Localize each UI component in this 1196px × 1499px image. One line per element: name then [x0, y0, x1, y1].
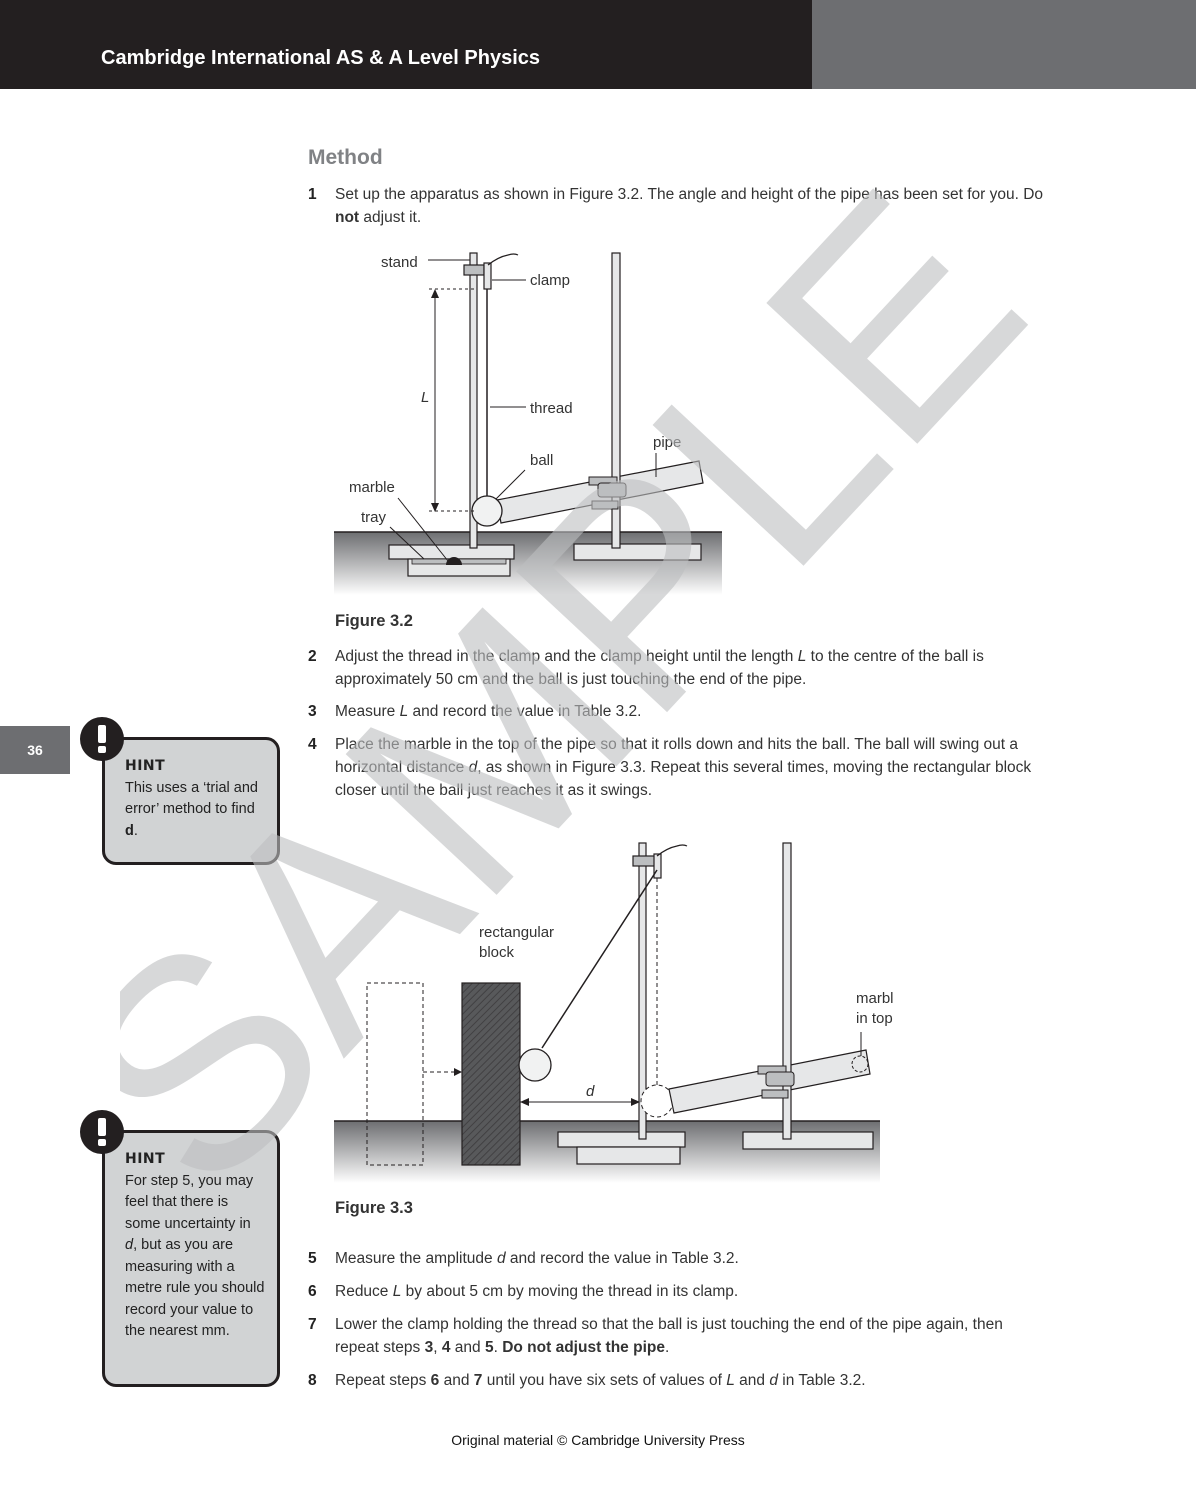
- figure-3-2-diagram: stand clamp L thread pipe ball marble tr…: [334, 252, 722, 595]
- step-1: 1 Set up the apparatus as shown in Figur…: [308, 183, 1048, 229]
- step-number: 5: [308, 1250, 317, 1267]
- stand-rod: [469, 252, 478, 549]
- step-number: 3: [308, 703, 317, 720]
- hint-box-1: HINT This uses a ‘trial and error’ metho…: [102, 737, 280, 865]
- label-marble: marble: [349, 479, 395, 496]
- step-text: Repeat steps 6 and 7 until you have six …: [335, 1372, 866, 1389]
- label-in-top-of-pipe: in top of pipe: [856, 1010, 894, 1027]
- ball: [518, 1048, 552, 1082]
- label-L: L: [421, 389, 429, 406]
- step-5: 5 Measure the amplitude d and record the…: [308, 1247, 1048, 1270]
- section-title: Method: [308, 146, 383, 169]
- step-3: 3 Measure L and record the value in Tabl…: [308, 700, 1048, 723]
- label-rectangular: rectangular: [479, 924, 554, 941]
- label-ball: ball: [530, 452, 553, 469]
- label-d: d: [586, 1083, 595, 1100]
- step-4: 4 Place the marble in the top of the pip…: [308, 733, 1048, 802]
- right-stand-base: [573, 543, 702, 561]
- page-header: Cambridge International AS & A Level Phy…: [0, 0, 1196, 89]
- label-pipe: pipe: [653, 434, 681, 451]
- page-number: 36: [0, 726, 70, 774]
- hint-text: This uses a ‘trial and error’ method to …: [125, 779, 258, 839]
- step-7: 7 Lower the clamp holding the thread so …: [308, 1313, 1048, 1359]
- marble-in-pipe: [851, 1055, 869, 1073]
- step-number: 7: [308, 1316, 317, 1333]
- step-number: 1: [308, 186, 317, 203]
- label-clamp: clamp: [530, 272, 570, 289]
- step-text: Adjust the thread in the clamp and the c…: [335, 648, 984, 688]
- right-stand-base: [742, 1131, 874, 1150]
- marble: [446, 557, 462, 565]
- step-text: Measure L and record the value in Table …: [335, 703, 642, 720]
- step-2: 2 Adjust the thread in the clamp and the…: [308, 645, 1048, 691]
- step-text: Lower the clamp holding the thread so th…: [335, 1316, 1003, 1356]
- label-stand: stand: [381, 254, 418, 271]
- hint-box-2: HINT For step 5, you may feel that there…: [102, 1130, 280, 1387]
- thread: [541, 869, 658, 1049]
- step-number: 8: [308, 1372, 317, 1389]
- right-stand-rod: [782, 842, 792, 1140]
- figure-3-2-caption: Figure 3.2: [335, 612, 413, 630]
- step-text: Measure the amplitude d and record the v…: [335, 1250, 739, 1267]
- step-6: 6 Reduce L by about 5 cm by moving the t…: [308, 1280, 1048, 1303]
- stand-base: [388, 544, 515, 560]
- step-8: 8 Repeat steps 6 and 7 until you have si…: [308, 1369, 1048, 1392]
- ball-rest-position: [640, 1084, 674, 1118]
- hint-text: For step 5, you may feel that there is s…: [125, 1172, 265, 1340]
- tray: [576, 1146, 681, 1165]
- step-text: Reduce L by about 5 cm by moving the thr…: [335, 1283, 739, 1300]
- label-tray: tray: [361, 509, 387, 526]
- footer-copyright: Original material © Cambridge University…: [451, 1432, 745, 1448]
- clamp: [463, 264, 485, 276]
- rectangular-block: [461, 982, 521, 1166]
- header-grey-band: [812, 0, 1196, 89]
- ball: [471, 495, 503, 527]
- previous-block-position: [366, 982, 424, 1166]
- step-number: 2: [308, 648, 317, 665]
- hint-title: HINT: [125, 758, 166, 774]
- right-stand-rod: [611, 252, 621, 549]
- figure-3-3-caption: Figure 3.3: [335, 1199, 413, 1217]
- book-title: Cambridge International AS & A Level Phy…: [101, 47, 541, 69]
- label-thread: thread: [530, 400, 573, 417]
- bench-surface: [334, 532, 722, 595]
- exclamation-icon: [80, 1110, 124, 1154]
- hint-title: HINT: [125, 1151, 166, 1167]
- step-number: 6: [308, 1283, 317, 1300]
- label-block: block: [479, 944, 515, 961]
- step-text: Set up the apparatus as shown in Figure …: [335, 186, 1044, 226]
- step-text: Place the marble in the top of the pipe …: [335, 736, 1032, 799]
- label-marble-placed: marble placed: [856, 990, 894, 1007]
- stand-rod: [638, 842, 647, 1140]
- step-number: 4: [308, 736, 317, 753]
- exclamation-icon: [80, 717, 124, 761]
- header-dark-band: [0, 0, 812, 89]
- figure-3-3-diagram: rectangular block marble placed in top o…: [334, 842, 894, 1183]
- stand-base: [557, 1131, 686, 1148]
